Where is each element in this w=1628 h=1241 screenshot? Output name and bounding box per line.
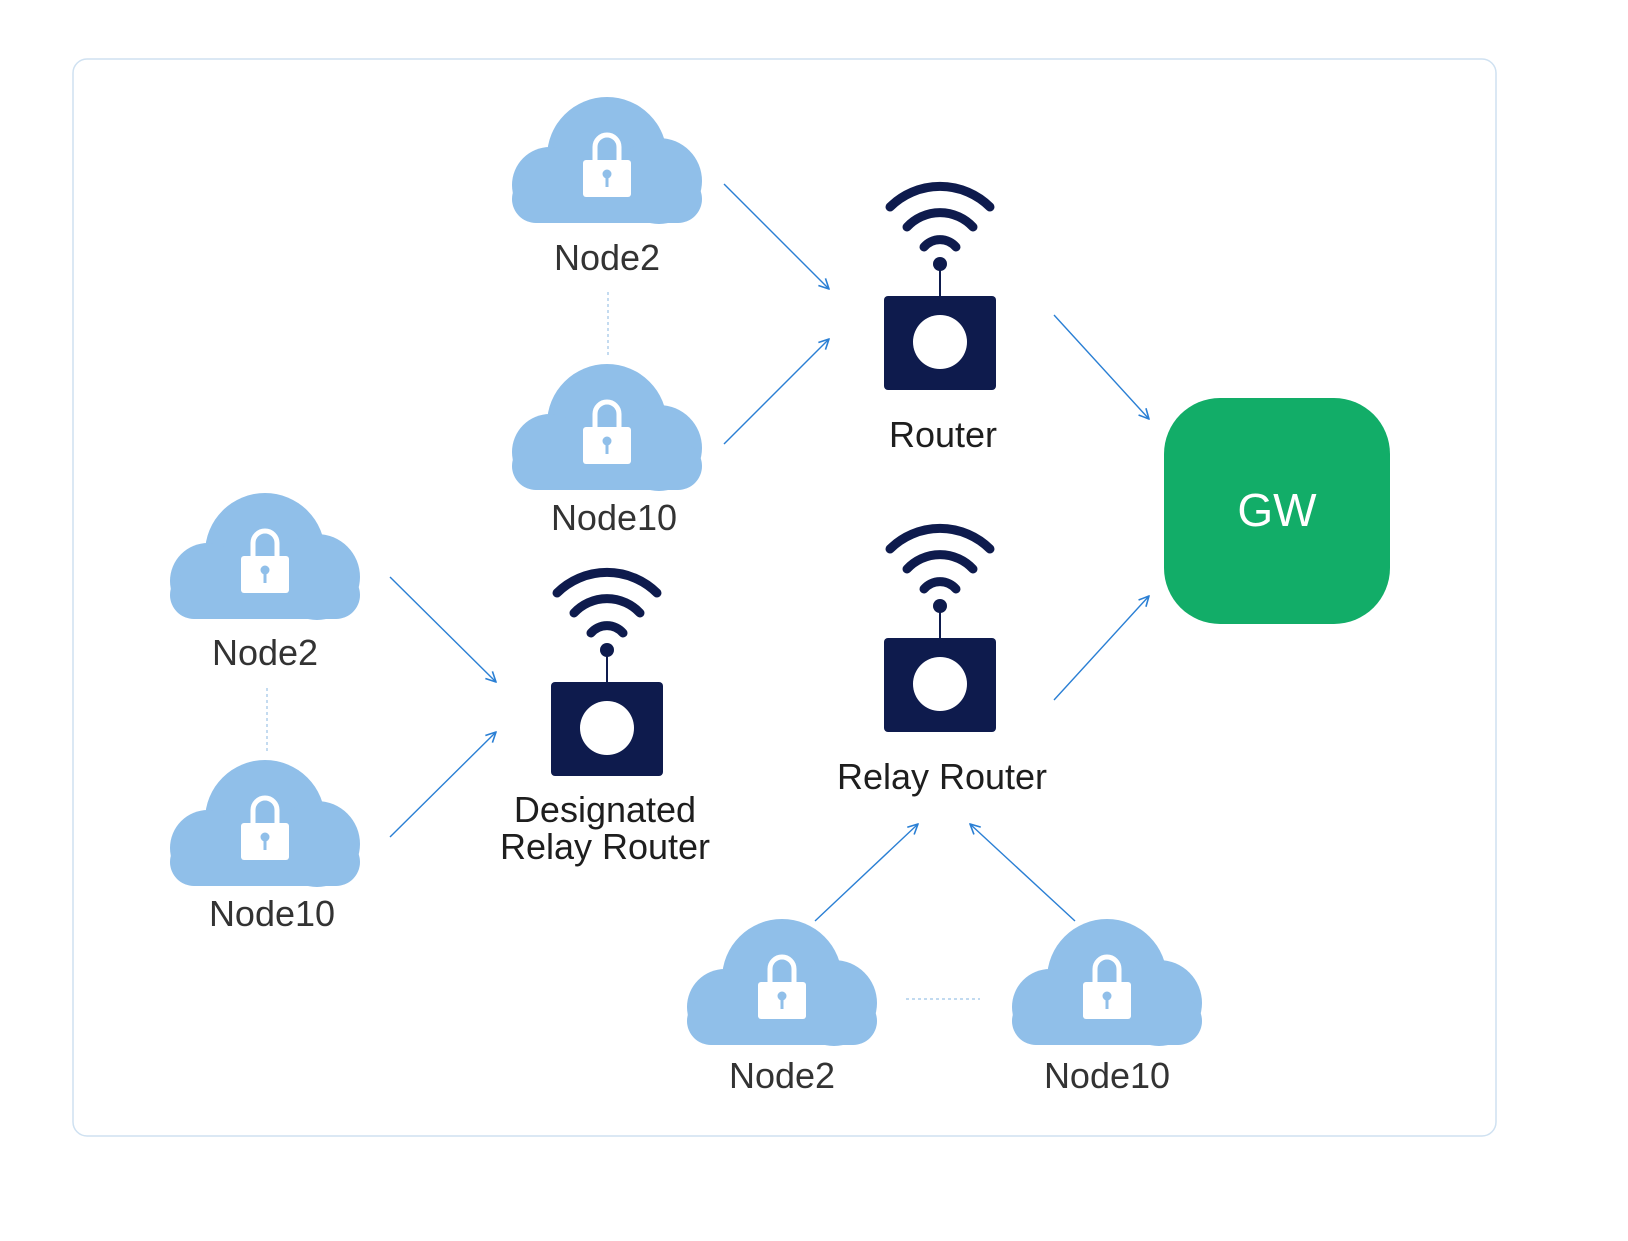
bottom-node2-label: Node2 xyxy=(729,1055,835,1096)
arrow-left-node2-to-designated xyxy=(389,576,496,682)
arrow-left-node10-to-designated xyxy=(389,732,496,838)
left-node10-label: Node10 xyxy=(209,893,335,934)
designated-relay-router-label-line2: Relay Router xyxy=(500,826,710,867)
router-label: Router xyxy=(889,414,997,455)
arrow-router-to-gw xyxy=(1053,314,1149,419)
arrow-relay-router-to-gw xyxy=(1053,596,1149,701)
arrow-top-node10-to-router xyxy=(723,339,829,445)
gateway-box xyxy=(1164,398,1390,624)
top-node10-label: Node10 xyxy=(551,497,677,538)
designated-relay-router-label-line1: Designated xyxy=(514,789,696,830)
arrow-bottom-node10-to-relay xyxy=(970,824,1076,922)
bottom-node10-label: Node10 xyxy=(1044,1055,1170,1096)
top-node2-label: Node2 xyxy=(554,237,660,278)
arrow-bottom-node2-to-relay xyxy=(814,824,918,922)
left-node2-label: Node2 xyxy=(212,632,318,673)
diagram-panel xyxy=(72,58,1497,1137)
gateway-label: GW xyxy=(1237,484,1317,536)
relay-router-label: Relay Router xyxy=(837,756,1047,797)
arrow-top-node2-to-router xyxy=(723,183,829,289)
